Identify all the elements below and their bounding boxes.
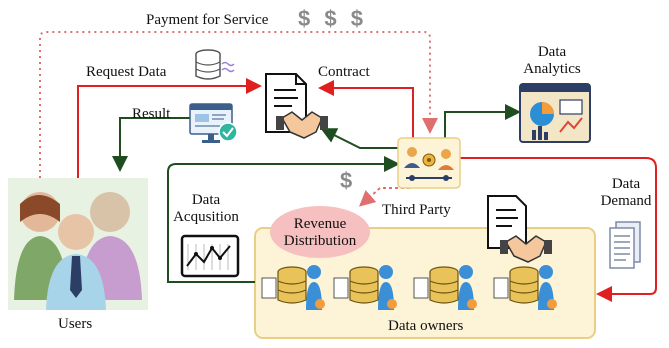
data-acquisition-arrow (167, 156, 400, 283)
data-owners-label: Data owners (388, 318, 464, 334)
third-party-label: Third Party (382, 202, 451, 218)
result-monitor-icon (189, 103, 238, 143)
handshake-icon (276, 111, 328, 139)
revenue-line-1: Revenue (293, 216, 347, 232)
database-icon (195, 49, 235, 80)
analytics-arrow (437, 104, 521, 152)
payment-label: Payment for Service (146, 12, 269, 28)
money-symbols: $ $ $ (298, 6, 367, 31)
data-demand-line-1: Data (611, 176, 641, 192)
revenue-distribution-label: Revenue Distribution (272, 216, 368, 250)
result-arrow (112, 117, 198, 172)
data-acquisition-line-2: Acqusition (173, 209, 239, 225)
owners-contract-icon (487, 195, 527, 249)
result-label: Result (132, 106, 171, 122)
data-demand-line-2: Demand (600, 193, 652, 209)
third-party-icon (397, 137, 461, 189)
data-acquisition-chart-icon (180, 234, 240, 278)
users-illustration (14, 192, 142, 310)
data-owner-2 (333, 265, 397, 310)
data-analytics-line-2: Analytics (523, 61, 581, 77)
dollar-symbol: $ (340, 168, 357, 193)
revenue-distribution-ellipse (270, 206, 370, 258)
data-analytics-label: Data Analytics (512, 44, 592, 78)
revenue-arrow (359, 187, 410, 207)
data-acquisition-label: Data Acqusition (166, 192, 246, 226)
revenue-line-2: Distribution (283, 233, 357, 249)
contract-return-arrow (320, 128, 400, 149)
data-owner-4 (493, 265, 557, 310)
payment-flow-arrow (39, 31, 438, 178)
data-analytics-icon (519, 83, 591, 143)
data-demand-label: Data Demand (586, 176, 666, 210)
request-data-arrow (77, 78, 262, 178)
request-data-label: Request Data (86, 64, 167, 80)
users-label: Users (58, 316, 93, 332)
data-owner-1 (261, 265, 325, 310)
data-owner-3 (413, 265, 477, 310)
owners-handshake-icon (500, 235, 552, 263)
third-party-contract-arrow (318, 80, 414, 142)
data-demand-document-icon (609, 221, 641, 269)
data-demand-arrow (460, 157, 657, 302)
data-acquisition-line-1: Data (191, 192, 221, 208)
data-analytics-line-1: Data (537, 44, 567, 60)
contract-label: Contract (318, 64, 370, 80)
